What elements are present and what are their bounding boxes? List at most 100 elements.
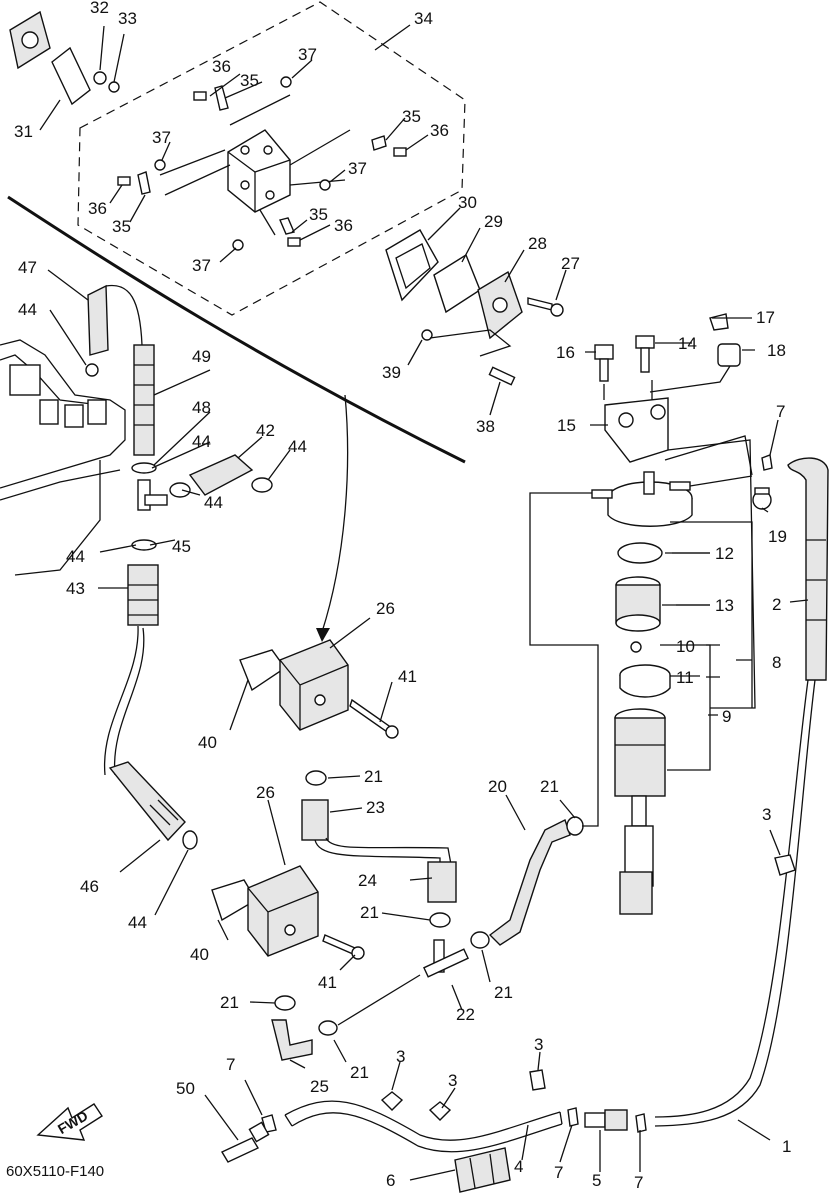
callout-35: 35 <box>402 107 421 126</box>
pump-inset-frame <box>77 1 466 316</box>
filter-bracket-15 <box>604 397 669 463</box>
clip-44-mid-a <box>169 482 191 498</box>
clip-21-e <box>566 816 584 836</box>
callout-43: 43 <box>66 579 85 598</box>
callout-32: 32 <box>90 0 109 17</box>
callout-44: 44 <box>66 547 85 566</box>
callout-36: 36 <box>430 121 449 140</box>
callout-27: 27 <box>561 254 580 273</box>
inset-pump-body <box>159 94 351 236</box>
fwd-arrow-icon: FWD <box>36 1103 103 1141</box>
hose-43 <box>103 564 159 776</box>
callout-14: 14 <box>678 334 697 353</box>
leader-lines <box>39 24 809 1181</box>
clip-7-bottom-b <box>567 1107 579 1127</box>
callout-7: 7 <box>554 1163 563 1182</box>
callout-3: 3 <box>396 1047 405 1066</box>
callout-21: 21 <box>350 1063 369 1082</box>
callout-15: 15 <box>557 416 576 435</box>
callout-44: 44 <box>288 437 307 456</box>
callout-9: 9 <box>722 707 731 726</box>
clip-21-b <box>429 912 451 928</box>
callout-31: 31 <box>14 122 33 141</box>
bolt-14 <box>635 335 655 373</box>
callout-30: 30 <box>458 193 477 212</box>
callout-35: 35 <box>309 205 328 224</box>
callout-33: 33 <box>118 9 137 28</box>
callout-34: 34 <box>414 9 433 28</box>
callout-21: 21 <box>540 777 559 796</box>
plug-cap-47 <box>87 284 143 356</box>
clip-21-d <box>318 1020 338 1036</box>
holder-6 <box>454 1147 511 1193</box>
callout-35: 35 <box>240 71 259 90</box>
callout-37: 37 <box>348 159 367 178</box>
hose-49 <box>133 344 155 456</box>
hose-20 <box>488 819 571 946</box>
callout-29: 29 <box>484 212 503 231</box>
hose-46 <box>108 761 186 842</box>
callout-5: 5 <box>592 1171 601 1190</box>
callout-44: 44 <box>128 913 147 932</box>
section-line <box>7 195 466 642</box>
sensor-19 <box>752 487 772 510</box>
callout-28: 28 <box>528 234 547 253</box>
callout-21: 21 <box>494 983 513 1002</box>
connector-50 <box>221 1121 270 1163</box>
callout-40: 40 <box>190 945 209 964</box>
grommet-18 <box>717 343 741 367</box>
hose-24 <box>427 861 457 903</box>
bolt-27 <box>527 297 564 317</box>
callout-23: 23 <box>366 798 385 817</box>
callout-1: 1 <box>782 1137 791 1156</box>
callout-46: 46 <box>80 877 99 896</box>
gasket-29 <box>433 253 481 314</box>
hose-23 <box>301 799 453 880</box>
callout-39: 39 <box>382 363 401 382</box>
callout-44: 44 <box>204 493 223 512</box>
callout-21: 21 <box>364 767 383 786</box>
callout-16: 16 <box>556 343 575 362</box>
callout-24: 24 <box>358 871 377 890</box>
hose-4 <box>284 1100 563 1153</box>
pin-38 <box>488 366 516 386</box>
primer-5 <box>584 1109 628 1131</box>
callout-10: 10 <box>676 637 695 656</box>
hose-42 <box>188 454 254 496</box>
clip-48 <box>131 462 157 474</box>
union-45 <box>137 479 168 511</box>
callout-36: 36 <box>88 199 107 218</box>
callout-22: 22 <box>456 1005 475 1024</box>
clip-44-left-a <box>131 539 157 551</box>
inset-small-parts <box>117 76 407 251</box>
callout-12: 12 <box>715 544 734 563</box>
fuel-pump-lower <box>211 865 365 960</box>
callout-38: 38 <box>476 417 495 436</box>
diagram-code: 60X5110-F140 <box>6 1163 104 1180</box>
hose-25 <box>271 1019 313 1061</box>
callout-37: 37 <box>298 45 317 64</box>
callout-3: 3 <box>534 1035 543 1054</box>
oring-12 <box>617 542 663 564</box>
hose-1 <box>654 679 816 1127</box>
callout-labels: 1 2 3 3 3 3 4 5 6 7 7 7 7 8 9 10 11 12 1… <box>14 0 791 1192</box>
clip-44-upper <box>85 363 99 377</box>
callout-41: 41 <box>398 667 417 686</box>
callout-21: 21 <box>360 903 379 922</box>
callout-42: 42 <box>256 421 275 440</box>
callout-21: 21 <box>220 993 239 1012</box>
callout-48: 48 <box>192 398 211 417</box>
clip-21-f <box>470 931 490 949</box>
washer-33 <box>108 81 120 93</box>
callout-35: 35 <box>112 217 131 236</box>
callout-26: 26 <box>256 783 275 802</box>
callout-40: 40 <box>198 733 217 752</box>
callout-49: 49 <box>192 347 211 366</box>
filter-cap <box>591 471 693 527</box>
callout-7: 7 <box>226 1055 235 1074</box>
callout-45: 45 <box>172 537 191 556</box>
callout-50: 50 <box>176 1079 195 1098</box>
grommet-17 <box>709 313 729 331</box>
oring-39 <box>421 329 433 341</box>
callout-11: 11 <box>676 668 694 687</box>
